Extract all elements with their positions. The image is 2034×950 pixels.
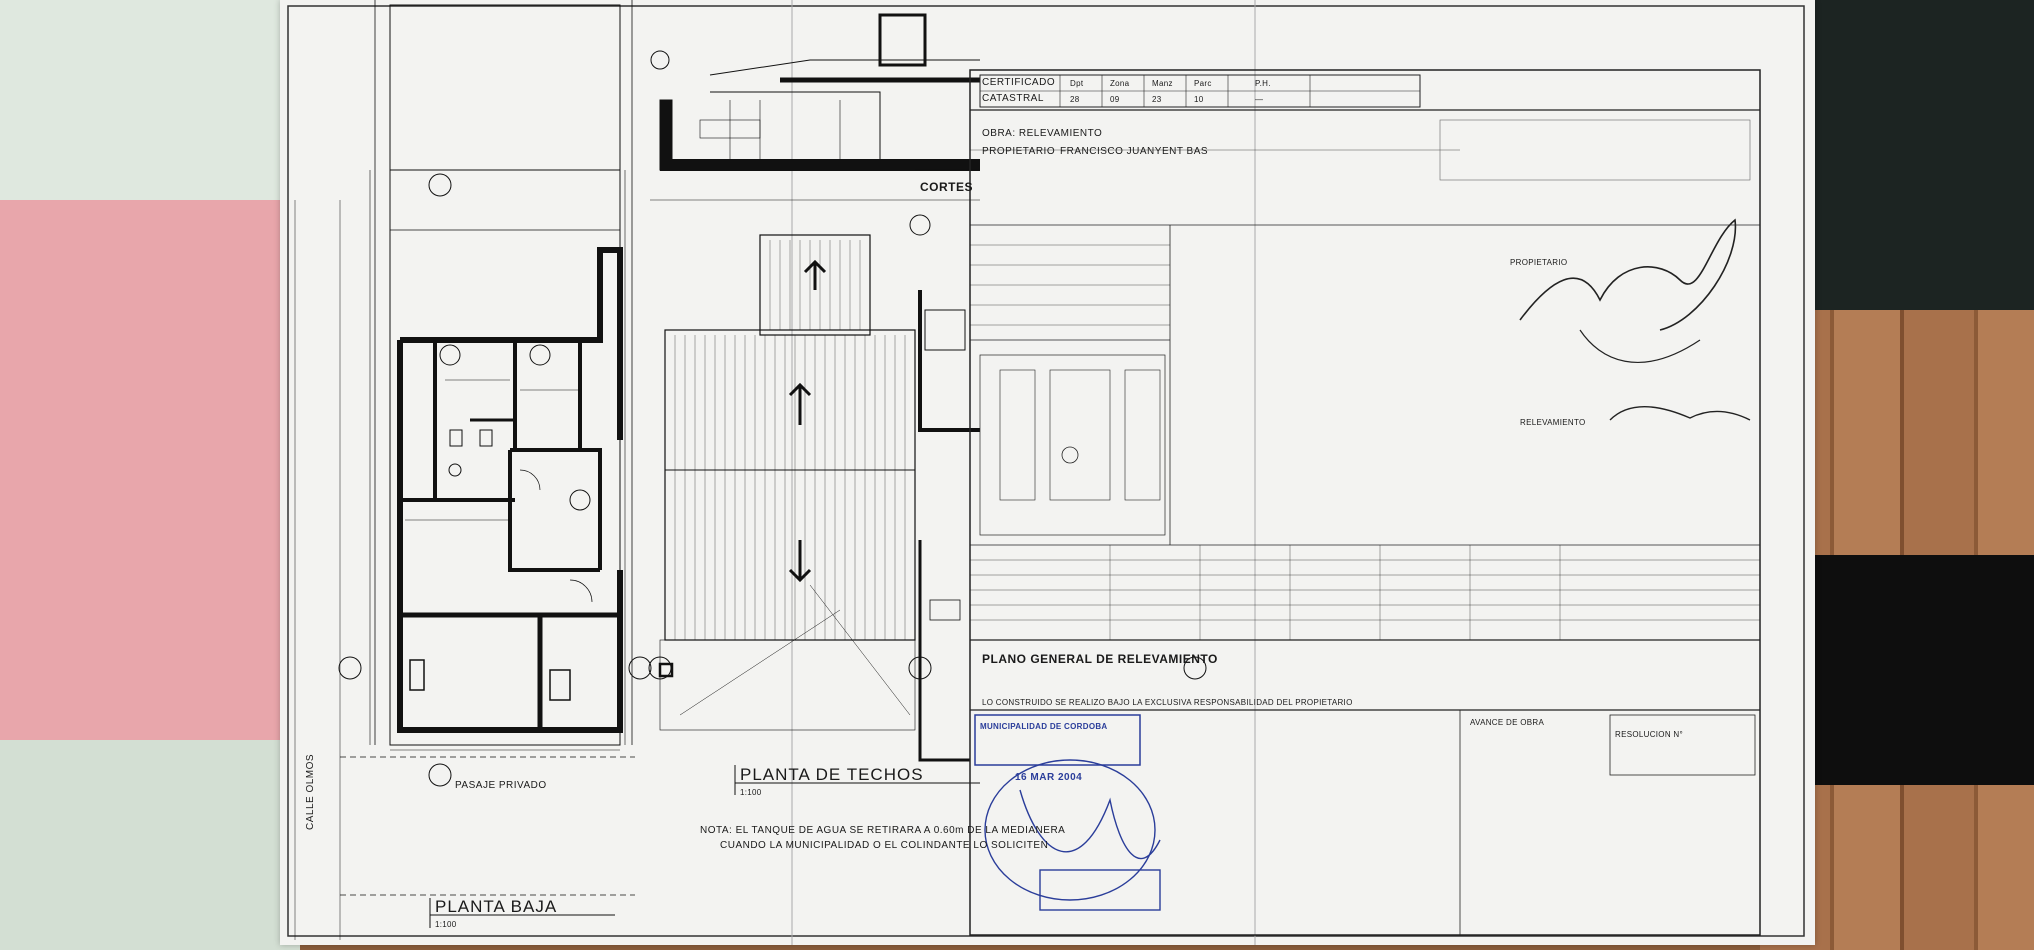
side-section <box>915 169 980 762</box>
propietario-label: PROPIETARIO <box>982 146 1056 157</box>
certificado-label: CERTIFICADO <box>982 77 1056 88</box>
dark-object-middle <box>1780 555 2034 785</box>
propietario-name: FRANCISCO JUANYENT BAS <box>1060 146 1209 157</box>
signatures <box>1519 218 1751 421</box>
blue-stamp <box>984 759 1161 911</box>
mint-paper-lower <box>0 740 300 950</box>
sections-label: CORTES <box>920 180 974 194</box>
catastral-val-zona: 09 <box>1110 95 1120 104</box>
catastral-col-parc: Parc <box>1194 79 1212 88</box>
obra-label: OBRA: RELEVAMIENTO <box>982 128 1103 139</box>
municipality-stamp: MUNICIPALIDAD DE CORDOBA <box>980 722 1108 731</box>
catastral-val-dpt: 28 <box>1070 95 1080 104</box>
catastral-col-dpt: Dpt <box>1070 79 1084 88</box>
catastral-col-zona: Zona <box>1110 79 1130 88</box>
catastral-col-manz: Manz <box>1152 79 1173 88</box>
responsibility-note: LO CONSTRUIDO SE REALIZO BAJO LA EXCLUSI… <box>982 698 1353 707</box>
roof-plan <box>628 214 1207 795</box>
avance-obra-label: AVANCE DE OBRA <box>1470 718 1545 727</box>
resolucion-label: RESOLUCION N° <box>1615 730 1683 739</box>
propietario-signature-label: PROPIETARIO <box>1510 258 1568 267</box>
water-tank-note-line1: NOTA: EL TANQUE DE AGUA SE RETIRARA A 0.… <box>700 825 1066 836</box>
blueprint-drawing <box>287 0 1805 945</box>
section-drawing <box>650 13 980 201</box>
plano-general-title: PLANO GENERAL DE RELEVAMIENTO <box>982 652 1218 666</box>
stamp-date: 16 MAR 2004 <box>1015 772 1083 783</box>
private-passage-label: PASAJE PRIVADO <box>455 780 547 791</box>
pink-paper <box>0 200 290 740</box>
title-block <box>969 69 1761 936</box>
ground-floor-scale: 1:100 <box>435 920 457 929</box>
catastral-val-manz: 23 <box>1152 95 1162 104</box>
street-label: CALLE OLMOS <box>305 753 316 830</box>
ground-floor-title: PLANTA BAJA <box>435 897 558 916</box>
catastral-val-ph: — <box>1255 95 1264 104</box>
catastral-col-ph: P.H. <box>1255 79 1271 88</box>
catastral-label: CATASTRAL <box>982 93 1044 104</box>
blueprint-sheet: PLANTA BAJA 1:100 PLANTA DE TECHOS 1:100… <box>280 0 1815 945</box>
water-tank-note-line2: CUANDO LA MUNICIPALIDAD O EL COLINDANTE … <box>720 840 1049 851</box>
relevamiento-signature-label: RELEVAMIENTO <box>1520 418 1586 427</box>
ground-floor-plan <box>294 0 672 940</box>
roof-plan-title: PLANTA DE TECHOS <box>740 765 924 784</box>
roof-plan-scale: 1:100 <box>740 788 762 797</box>
catastral-val-parc: 10 <box>1194 95 1204 104</box>
